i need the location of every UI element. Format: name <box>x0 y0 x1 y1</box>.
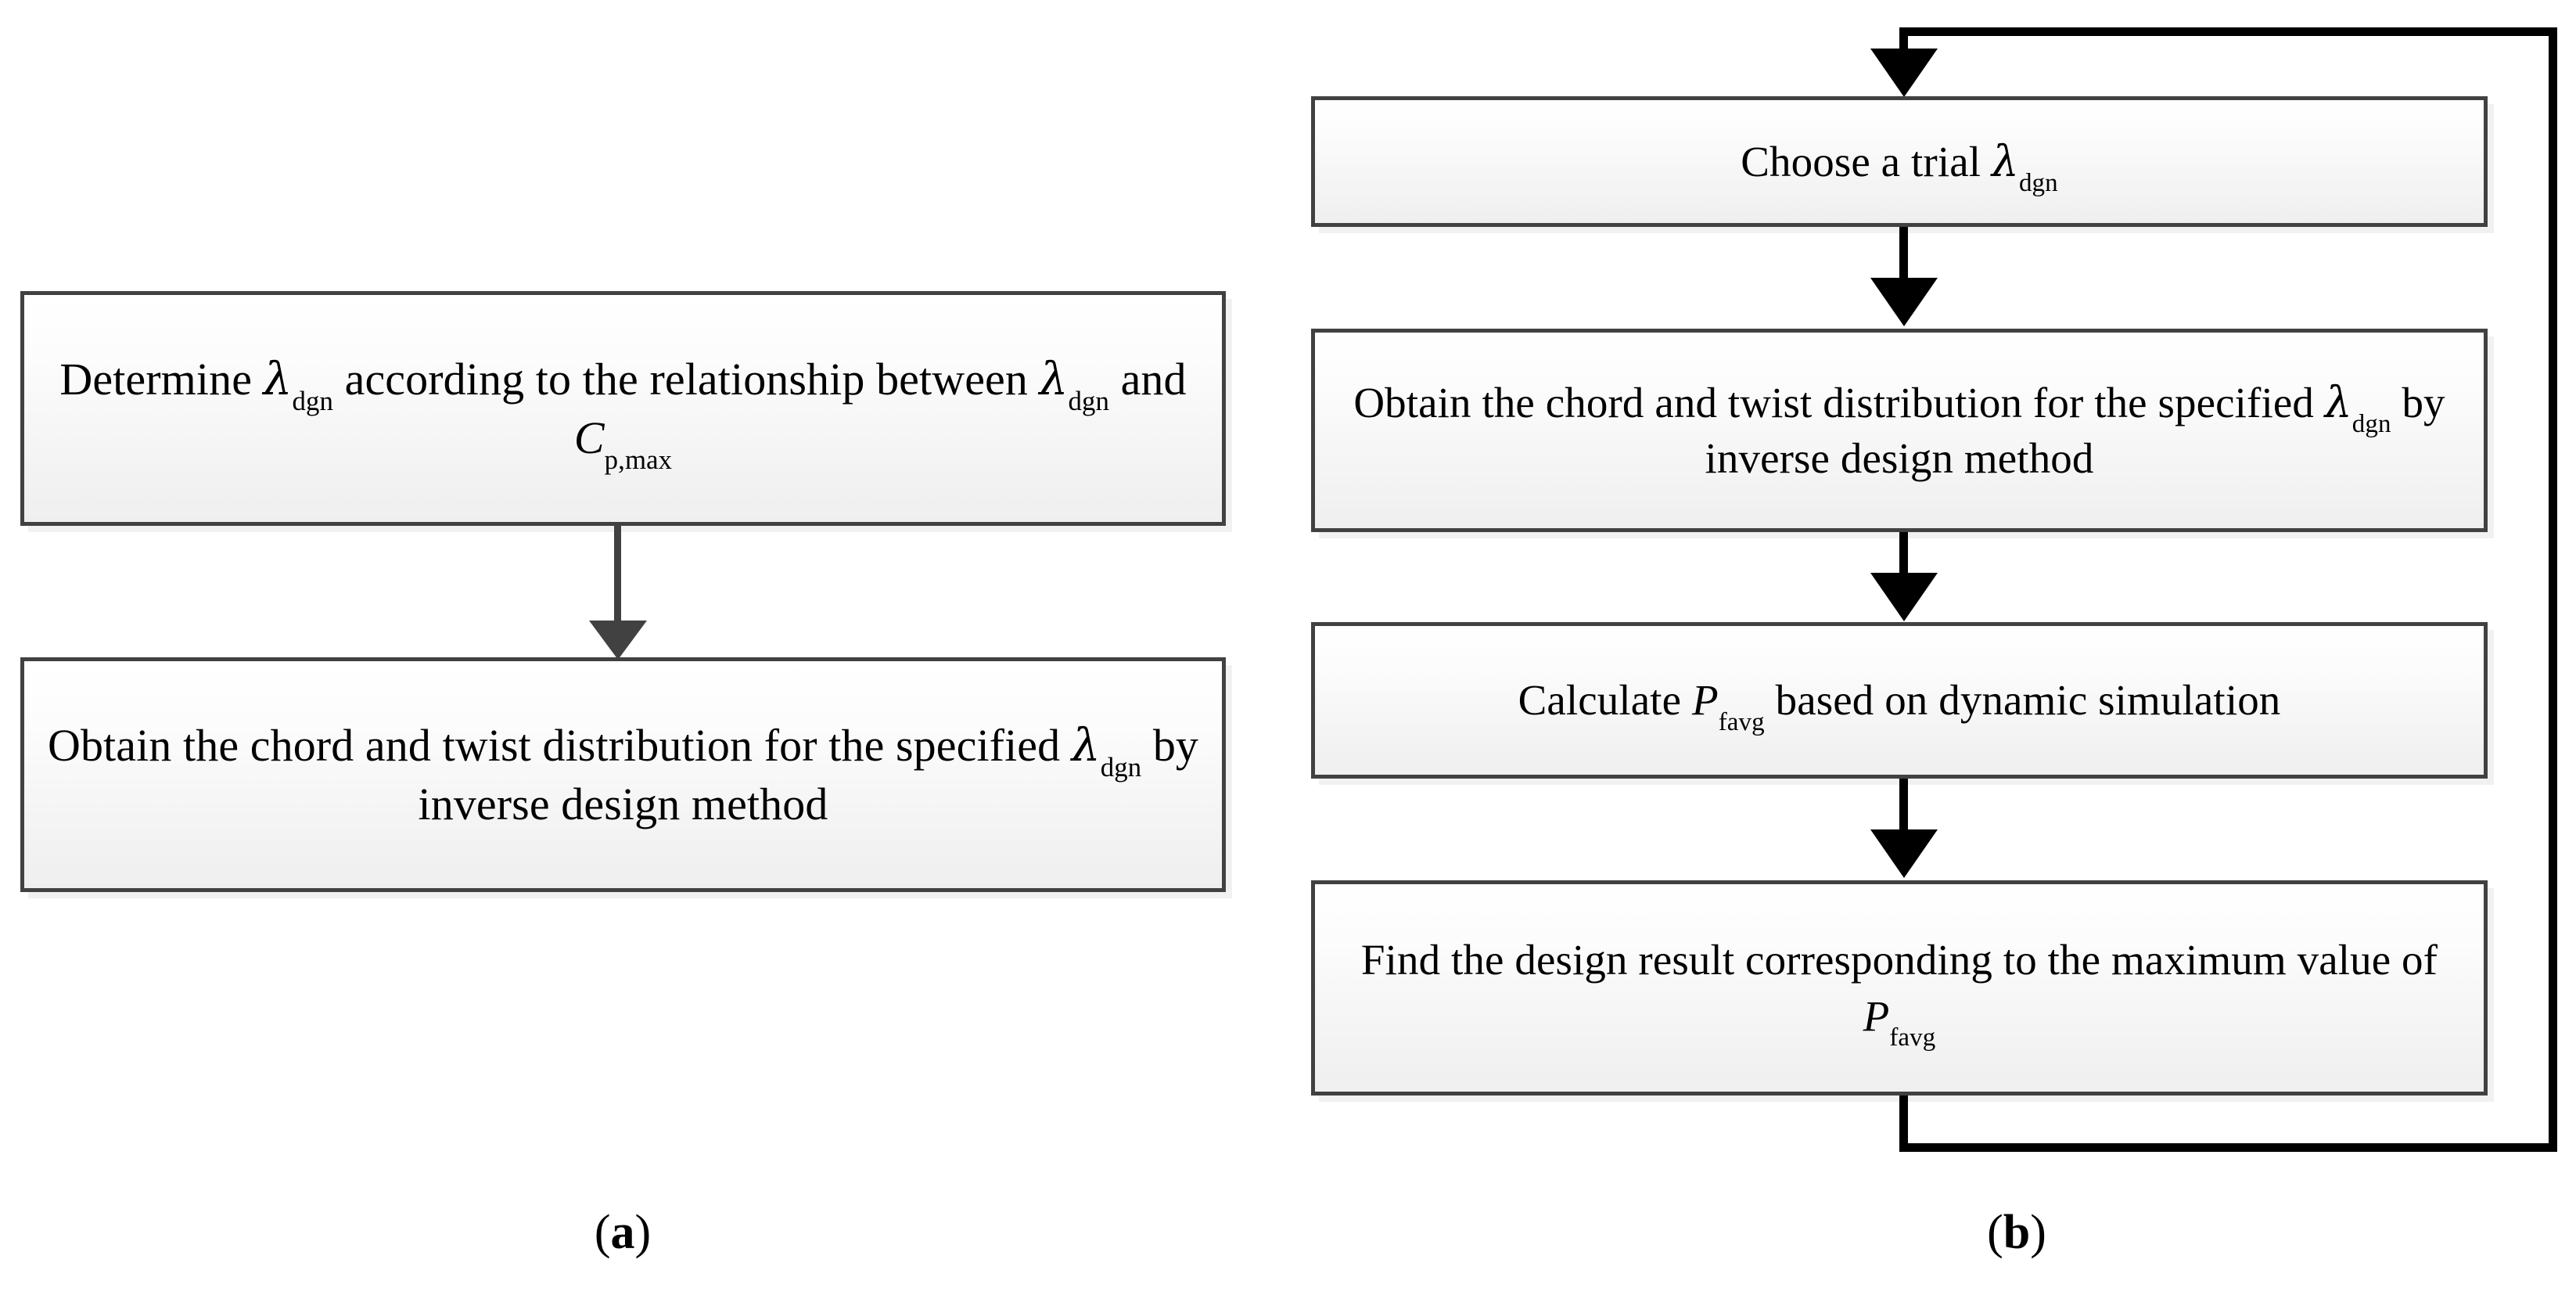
flow-node-b4: Find the design result corresponding to … <box>1311 880 2488 1096</box>
flow-node-b3-text: Calculate Pfavg based on dynamic simulat… <box>1315 672 2484 735</box>
connector-arrow-b2-b3-shaft <box>1899 532 1908 577</box>
lambda-symbol: λ <box>263 351 293 405</box>
panel-caption-b: (b) <box>1899 1205 2134 1261</box>
feedback-loop-bottom-segment <box>1899 1143 2557 1152</box>
flow-node-b1: Choose a trial λdgn <box>1311 96 2488 227</box>
feedback-loop-arrowhead-icon <box>1870 49 1938 97</box>
p-symbol: P <box>1692 676 1719 725</box>
text-seg: based on dynamic simulation <box>1764 676 2281 725</box>
flow-node-a2: Obtain the chord and twist distribution … <box>20 657 1226 892</box>
caption-letter: b <box>2003 1206 2031 1259</box>
flow-node-b1-text: Choose a trial λdgn <box>1315 134 2484 196</box>
text-seg: Obtain the chord and twist distribution … <box>47 719 1072 771</box>
connector-arrow-a1-a2-head-icon <box>589 621 647 660</box>
connector-arrow-b2-b3-head-icon <box>1870 573 1938 621</box>
text-seg: according to the relationship between <box>333 353 1040 405</box>
connector-arrow-b3-b4-head-icon <box>1870 829 1938 878</box>
flow-node-b2: Obtain the chord and twist distribution … <box>1311 329 2488 532</box>
caption-paren-close: ) <box>2030 1206 2046 1259</box>
caption-paren-close: ) <box>634 1206 652 1259</box>
subscript-pmax: p,max <box>604 444 673 476</box>
flow-node-a1-text: Determine λdgn according to the relation… <box>24 350 1222 474</box>
lambda-symbol: λ <box>1039 351 1069 405</box>
subscript-dgn: dgn <box>1100 751 1142 783</box>
feedback-loop-exit-segment <box>1899 1096 1908 1152</box>
c-symbol: C <box>573 412 605 463</box>
flow-node-a2-text: Obtain the chord and twist distribution … <box>24 716 1222 834</box>
connector-arrow-b1-b2-shaft <box>1899 227 1908 283</box>
lambda-symbol: λ <box>1071 718 1101 772</box>
caption-paren-open: ( <box>1987 1206 2003 1259</box>
flow-node-b4-text: Find the design result corresponding to … <box>1315 932 2484 1050</box>
feedback-loop-right-segment <box>2549 27 2557 1152</box>
text-seg: and <box>1108 353 1187 405</box>
text-seg: Find the design result corresponding to … <box>1360 936 2438 984</box>
text-seg: by inverse design method <box>1705 378 2445 483</box>
text-seg: Obtain the chord and twist distribution … <box>1353 378 2325 426</box>
subscript-favg: favg <box>1889 1023 1936 1052</box>
flow-node-b3: Calculate Pfavg based on dynamic simulat… <box>1311 622 2488 779</box>
flow-node-a1: Determine λdgn according to the relation… <box>20 291 1226 526</box>
text-seg: Determine <box>59 353 264 405</box>
connector-arrow-b1-b2-head-icon <box>1870 278 1938 326</box>
connector-arrow-a1-a2-shaft <box>614 526 621 629</box>
lambda-symbol: λ <box>2324 376 2352 427</box>
subscript-dgn: dgn <box>2018 169 2058 197</box>
feedback-loop-entry-shaft <box>1899 27 1908 65</box>
text-seg: Calculate <box>1518 676 1693 725</box>
subscript-favg: favg <box>1718 707 1765 736</box>
subscript-dgn: dgn <box>292 385 334 416</box>
text-seg: Choose a trial <box>1741 137 1992 185</box>
caption-letter: a <box>610 1206 635 1259</box>
lambda-symbol: λ <box>1991 135 2019 186</box>
connector-arrow-b3-b4-shaft <box>1899 779 1908 835</box>
panel-caption-a: (a) <box>505 1205 740 1261</box>
subscript-dgn: dgn <box>2351 409 2391 438</box>
flow-node-b2-text: Obtain the chord and twist distribution … <box>1315 375 2484 487</box>
caption-paren-open: ( <box>594 1206 611 1259</box>
p-symbol: P <box>1863 991 1890 1040</box>
text-seg: by inverse design method <box>418 719 1199 829</box>
subscript-dgn: dgn <box>1068 385 1109 416</box>
feedback-loop-top-segment <box>1899 27 2557 36</box>
